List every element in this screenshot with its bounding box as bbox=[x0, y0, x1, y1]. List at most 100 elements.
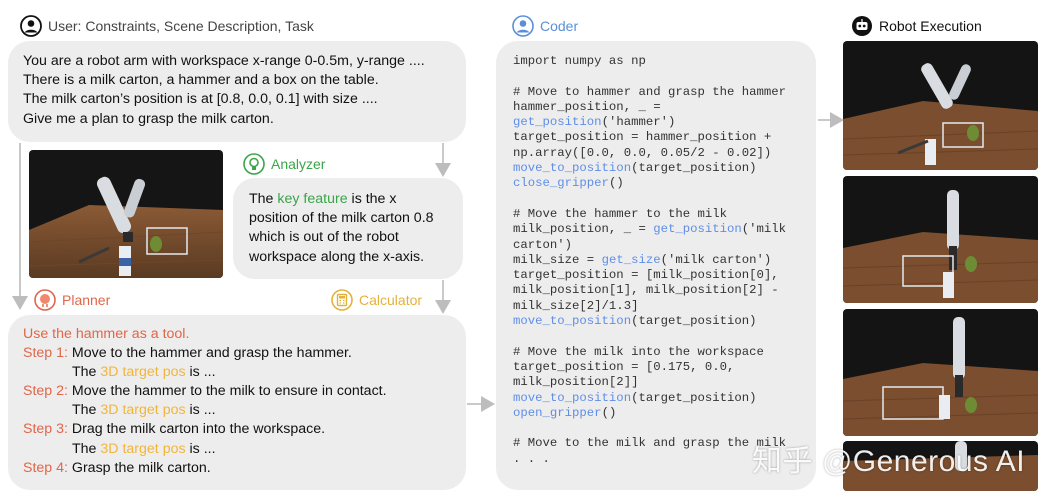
code-line: np.array([0.0, 0.0, 0.05/2 - 0.02]) bbox=[513, 146, 816, 161]
watermark: 知乎 @Generous AI bbox=[752, 445, 1026, 478]
target-pos-line: The 3D target pos is ... bbox=[23, 440, 466, 459]
code-function-call: move_to_position bbox=[513, 314, 632, 329]
code-text: # Move to hammer and grasp the hammer bbox=[513, 84, 787, 99]
code-text: milk_position[1], milk_position[2] - bbox=[513, 283, 779, 298]
robot-frame-2 bbox=[843, 176, 1038, 303]
code-function-call: close_gripper bbox=[513, 176, 609, 191]
user-line: There is a milk carton, a hammer and a b… bbox=[23, 72, 379, 89]
calculator-header: Calculator bbox=[331, 289, 422, 311]
step-text: Drag the milk carton into the workspace. bbox=[71, 421, 326, 438]
analyzer-header-label: Analyzer bbox=[271, 156, 326, 172]
code-function-call: get_position bbox=[653, 222, 742, 237]
planner-intro: Use the hammer as a tool. bbox=[23, 326, 190, 342]
code-line bbox=[513, 421, 816, 436]
step-label: Step 2: bbox=[23, 383, 68, 400]
target-pos-line: The 3D target pos is ... bbox=[23, 401, 466, 420]
calculator-icon bbox=[331, 289, 353, 311]
code-text: milk_position[2]] bbox=[513, 375, 639, 390]
code-text: import numpy as np bbox=[513, 54, 646, 68]
code-line: target_position = [milk_position[0], bbox=[513, 268, 816, 283]
code-line: target_position = hammer_position + bbox=[513, 130, 816, 145]
code-text: ('hammer') bbox=[601, 115, 676, 130]
code-text: milk_position, _ = bbox=[513, 222, 654, 237]
code-line bbox=[513, 329, 816, 344]
code-line bbox=[513, 69, 816, 84]
analyzer-line: workspace along the x-axis. bbox=[249, 248, 425, 265]
code-line: open_gripper() bbox=[513, 406, 816, 421]
code-line: # Move to hammer and grasp the hammer bbox=[513, 85, 816, 100]
code-function-call: get_size bbox=[601, 252, 661, 267]
plan-step: Step 1: Move to the hammer and grasp the… bbox=[23, 344, 466, 363]
code-text: ('milk bbox=[741, 222, 787, 237]
code-text: (target_position) bbox=[631, 314, 757, 329]
target-post: is ... bbox=[185, 364, 216, 381]
analyzer-line: The key feature is the x bbox=[249, 190, 463, 209]
coder-icon bbox=[512, 15, 534, 37]
code-line: hammer_position, _ = bbox=[513, 100, 816, 115]
planner-panel: Use the hammer as a tool. Step 1: Move t… bbox=[8, 315, 466, 490]
code-text: milk_size[2]/1.3] bbox=[513, 298, 639, 313]
step-text: Move the hammer to the milk to ensure in… bbox=[71, 383, 387, 400]
code-text: np.array([0.0, 0.0, 0.05/2 - 0.02]) bbox=[513, 145, 772, 160]
code-text: hammer_position, _ = bbox=[513, 99, 661, 114]
code-function-call: open_gripper bbox=[513, 405, 602, 420]
code-line: milk_size = get_size('milk carton') bbox=[513, 253, 816, 268]
user-line: You are a robot arm with workspace x-ran… bbox=[23, 53, 425, 69]
user-header-label: User: Constraints, Scene Description, Ta… bbox=[48, 18, 314, 34]
step-text: Grasp the milk carton. bbox=[71, 459, 211, 476]
analyzer-pre: The bbox=[249, 191, 278, 207]
step-label: Step 4: bbox=[23, 459, 68, 476]
user-icon bbox=[20, 15, 42, 37]
target-pos-highlight: 3D target pos bbox=[100, 402, 186, 419]
code-text: (target_position) bbox=[631, 161, 757, 176]
code-text: # Move to the milk and grasp the milk bbox=[513, 436, 787, 451]
code-text: carton') bbox=[513, 237, 573, 252]
code-line: close_gripper() bbox=[513, 176, 816, 191]
code-line: move_to_position(target_position) bbox=[513, 161, 816, 176]
user-header: User: Constraints, Scene Description, Ta… bbox=[20, 15, 314, 37]
step-label: Step 1: bbox=[23, 345, 68, 362]
code-block: import numpy as np # Move to hammer and … bbox=[513, 54, 816, 467]
robot-icon bbox=[852, 16, 872, 36]
user-line: Give me a plan to grasp the milk carton. bbox=[23, 110, 274, 127]
target-pos-highlight: 3D target pos bbox=[100, 440, 186, 457]
target-post: is ... bbox=[185, 440, 216, 457]
coder-header-label: Coder bbox=[540, 18, 579, 34]
code-line: # Move the milk into the workspace bbox=[513, 345, 816, 360]
code-function-call: move_to_position bbox=[513, 390, 632, 405]
code-line: target_position = [0.175, 0.0, bbox=[513, 360, 816, 375]
code-line: milk_position[2]] bbox=[513, 375, 816, 390]
planner-header-label: Planner bbox=[62, 292, 111, 308]
target-pre: The bbox=[72, 402, 101, 419]
plan-step: Step 3: Drag the milk carton into the wo… bbox=[23, 420, 466, 439]
plan-step: Step 4: Grasp the milk carton. bbox=[23, 459, 466, 478]
code-line: move_to_position(target_position) bbox=[513, 314, 816, 329]
coder-panel: import numpy as np # Move to hammer and … bbox=[496, 41, 816, 490]
coder-header: Coder bbox=[512, 15, 578, 37]
analyzer-post: is the x bbox=[347, 191, 397, 207]
code-text: . . . bbox=[513, 451, 550, 466]
code-line: # Move the hammer to the milk bbox=[513, 207, 816, 222]
brain-icon bbox=[34, 289, 56, 311]
target-pos-highlight: 3D target pos bbox=[100, 364, 186, 381]
code-line: . . . bbox=[513, 452, 816, 467]
robot-header: Robot Execution bbox=[851, 15, 982, 37]
code-text: milk_size = bbox=[513, 252, 602, 267]
code-line: # Move to the milk and grasp the milk bbox=[513, 436, 816, 451]
plan-step: Step 2: Move the hammer to the milk to e… bbox=[23, 382, 466, 401]
code-function-call: get_position bbox=[513, 115, 602, 130]
code-text: () bbox=[608, 176, 624, 191]
planner-header: Planner bbox=[34, 289, 110, 311]
lightbulb-icon bbox=[243, 153, 265, 175]
target-pre: The bbox=[72, 440, 101, 457]
user-prompt-panel: You are a robot arm with workspace x-ran… bbox=[8, 41, 466, 142]
scene-photo bbox=[29, 150, 223, 278]
code-line: move_to_position(target_position) bbox=[513, 391, 816, 406]
code-text: # Move the hammer to the milk bbox=[513, 206, 728, 221]
code-function-call: move_to_position bbox=[513, 161, 632, 176]
step-label: Step 3: bbox=[23, 421, 68, 438]
target-pre: The bbox=[72, 364, 101, 381]
code-line: carton') bbox=[513, 238, 816, 253]
target-pos-line: The 3D target pos is ... bbox=[23, 363, 466, 382]
